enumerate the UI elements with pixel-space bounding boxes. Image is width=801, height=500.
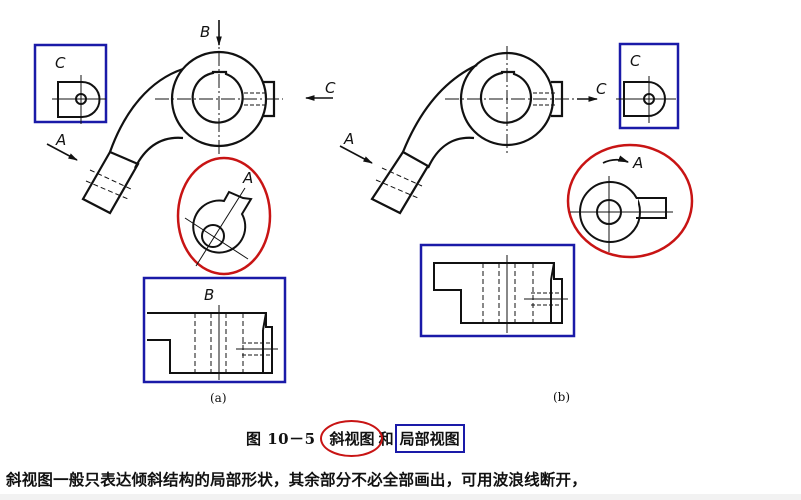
highlight-box-c-view-a (33, 43, 108, 124)
arrow-label-b: B (200, 23, 210, 41)
oblique-view-b-centerlines (570, 176, 673, 252)
rotation-arrow-icon (602, 155, 630, 164)
caption-term-local-view: 局部视图 (394, 424, 465, 453)
highlight-box-c-view-b (618, 42, 680, 130)
highlight-ellipse-oblique-view-b (566, 143, 694, 259)
view-label-c-a: C (55, 54, 66, 72)
view-arrow-a (46, 143, 78, 161)
c-view-a-centerlines (52, 75, 106, 124)
highlight-box-local-view-b (419, 243, 576, 338)
panel-b-main-view (370, 51, 564, 215)
panel-a-main-view (81, 50, 276, 215)
panel-label-a: (a) (210, 391, 227, 405)
view-label-c-b: C (630, 52, 641, 70)
caption-term-oblique-view: 斜视图 (319, 420, 383, 457)
c-view-b-centerlines (616, 76, 676, 123)
highlight-box-b-view-a (142, 276, 287, 384)
panel-label-b: (b) (553, 390, 570, 404)
view-arrow-a-b (339, 145, 373, 164)
view-label-a-oblique-a: A (242, 169, 253, 187)
oblique-view-a-centerlines (184, 187, 249, 267)
figure-number: 图 10－5 (246, 430, 316, 448)
view-label-b-a: B (204, 286, 214, 304)
panel-b-centerlines (375, 46, 575, 199)
b-view-a-lines (194, 305, 278, 380)
oblique-view-a-drawing (192, 190, 253, 254)
local-view-b-lines (482, 255, 568, 333)
page-bottom-edge (0, 494, 801, 500)
b-view-a-drawing (147, 312, 273, 374)
highlight-ellipse-oblique-view-a (176, 156, 272, 276)
arrow-label-c: C (325, 79, 336, 97)
panel-a-centerlines (85, 30, 283, 200)
arrow-label-a: A (55, 131, 66, 149)
view-label-a-oblique-b: A (632, 154, 643, 172)
figure-caption: 图 10－5 斜视图 和 局部视图 (246, 420, 465, 457)
arrow-label-c-b: C (596, 80, 607, 98)
local-view-b-drawing (433, 262, 563, 324)
body-paragraph: 斜视图一般只表达倾斜结构的局部形状，其余部分不必全部画出，可用波浪线断开， (6, 470, 587, 489)
arrow-label-a-b: A (343, 130, 354, 148)
